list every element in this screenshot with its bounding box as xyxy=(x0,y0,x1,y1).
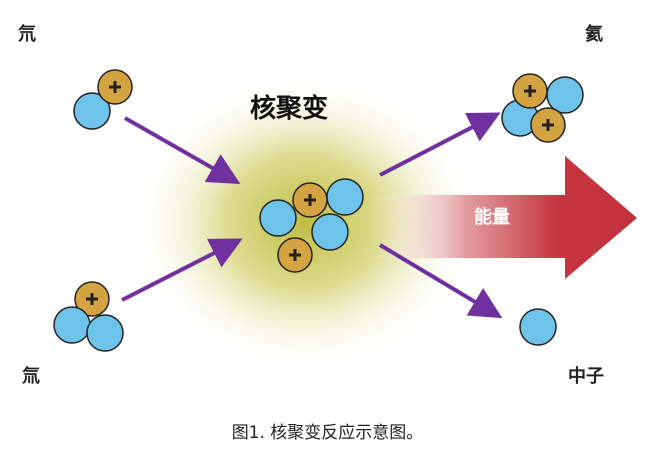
arrow-deuterium-in xyxy=(124,116,241,184)
arrow-helium-out xyxy=(379,112,501,177)
label-neutron: 中子 xyxy=(568,366,604,387)
label-helium: 氦 xyxy=(585,24,603,45)
arrow-tritium-in xyxy=(121,238,243,302)
label-tritium: 氚 xyxy=(22,366,40,387)
fusion-title: 核聚变 xyxy=(250,94,329,124)
fusion-glow xyxy=(130,72,480,372)
figure-caption: 图1. 核聚变反应示意图。 xyxy=(231,423,424,443)
neutron-particle xyxy=(519,308,557,346)
energy-arrow xyxy=(370,156,637,279)
energy-label: 能量 xyxy=(474,207,510,228)
label-deuterium: 氘 xyxy=(18,24,36,45)
deuterium-nucleus xyxy=(73,68,134,130)
arrow-neutron-out xyxy=(378,243,503,319)
helium-nucleus xyxy=(501,72,584,144)
tritium-nucleus xyxy=(53,280,124,352)
